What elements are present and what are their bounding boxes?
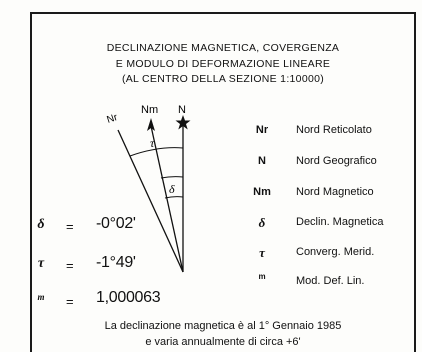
title-line-2: E MODULO DI DEFORMAZIONE LINEARE xyxy=(115,58,331,70)
legend-symbol-n: N xyxy=(258,155,266,167)
north-star-icon xyxy=(175,115,191,130)
legend-text-m: Mod. Def. Lin. xyxy=(296,275,365,287)
value-delta: -0°02' xyxy=(96,215,136,232)
legend-text-tau: Converg. Merid. xyxy=(296,246,375,258)
legend-symbol-nr: Nr xyxy=(255,124,269,136)
legend-symbol-delta: δ xyxy=(258,215,266,230)
legend-text-delta: Declin. Magnetica xyxy=(296,216,384,228)
title-line-1: DECLINAZIONE MAGNETICA, COVERGENZA xyxy=(106,42,340,54)
delta-arc-inner xyxy=(164,196,184,199)
label-nr: Nr xyxy=(106,112,120,126)
label-delta: δ xyxy=(169,182,175,196)
value-tau: -1°49' xyxy=(96,254,136,271)
footer-line-1: La declinazione magnetica è al 1° Gennai… xyxy=(104,320,342,332)
magnetic-arrow-icon xyxy=(147,118,155,131)
value-eq-delta: = xyxy=(66,219,74,234)
card-frame xyxy=(30,12,416,352)
value-eq-m: = xyxy=(66,294,74,309)
legend-text-n: Nord Geografico xyxy=(296,155,377,167)
title-line-3: (AL CENTRO DELLA SEZIONE 1:10000) xyxy=(121,73,325,85)
label-tau: τ xyxy=(150,136,155,150)
value-symbol-delta: δ xyxy=(37,217,45,232)
tau-arc xyxy=(129,147,184,157)
magnetic-north-line xyxy=(150,125,184,273)
legend-symbol-nm: Nm xyxy=(253,186,271,198)
label-n: N xyxy=(178,104,186,116)
legend-text-nr: Nord Reticolato xyxy=(296,124,372,136)
value-m: 1,000063 xyxy=(96,289,161,306)
legend-symbol-tau: τ xyxy=(259,245,265,260)
grid-north-line xyxy=(117,129,184,273)
delta-arc xyxy=(160,176,184,179)
footer-line-2: e varia annualmente di circa +6' xyxy=(145,336,301,348)
label-nm: Nm xyxy=(141,104,158,116)
value-symbol-m: m xyxy=(37,292,45,302)
legend-text-nm: Nord Magnetico xyxy=(296,186,374,198)
value-eq-tau: = xyxy=(66,258,74,273)
value-symbol-tau: τ xyxy=(37,256,45,271)
legend-symbol-m: m xyxy=(258,272,266,281)
